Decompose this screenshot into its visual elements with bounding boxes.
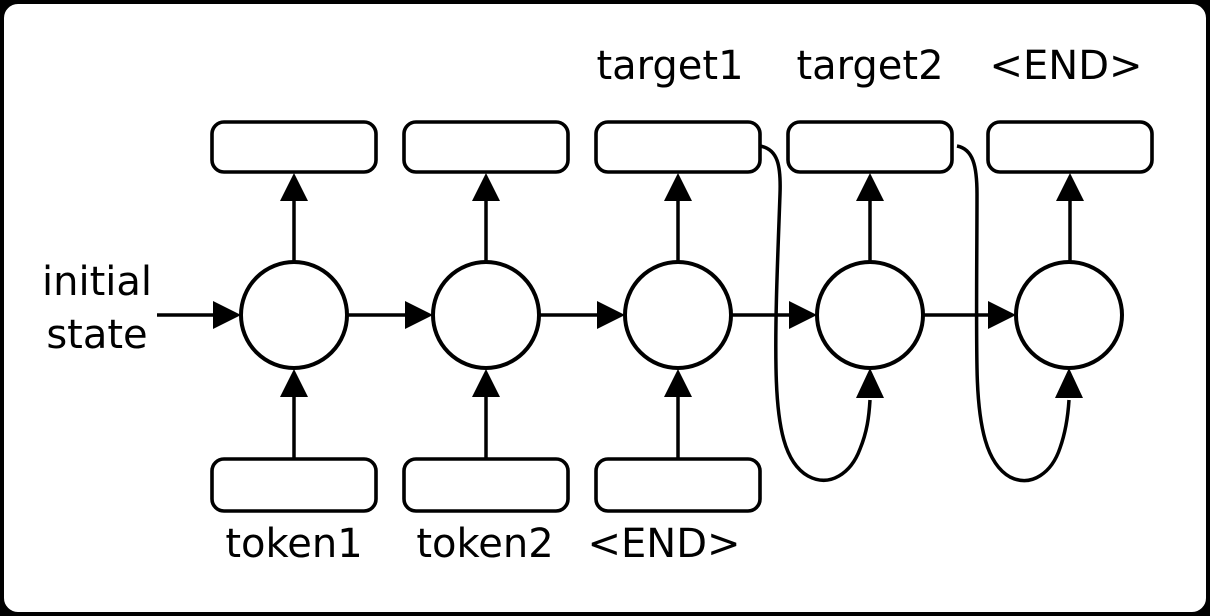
output-arrowhead-3 (664, 173, 692, 201)
rnn-cell-2 (431, 260, 541, 370)
recurrence-arrowhead-1 (405, 301, 433, 329)
output-box-2 (402, 120, 570, 174)
input-box-2 (402, 457, 570, 513)
rnn-cell-5 (1014, 260, 1124, 370)
feedback-curve-2 (956, 144, 1071, 483)
output-box-1 (210, 120, 378, 174)
label-initial-state-line1: initial (42, 259, 152, 305)
input-arrowhead-3 (664, 369, 692, 397)
output-arrowhead-5 (1056, 173, 1084, 201)
recurrence-arrowhead-2 (597, 301, 625, 329)
label-target1: target1 (596, 43, 744, 89)
output-arrowhead-2 (472, 173, 500, 201)
label-end-bottom: <END> (587, 521, 741, 567)
label-target2: target2 (796, 43, 944, 89)
feedback-arrowhead-2 (1055, 368, 1083, 398)
rnn-cell-1 (239, 260, 349, 370)
output-arrowhead-4 (856, 173, 884, 201)
input-arrowhead-1 (280, 369, 308, 397)
feedback-arrowhead-1 (856, 368, 884, 398)
output-box-5 (986, 120, 1154, 174)
recurrence-arrowhead-3 (789, 301, 817, 329)
output-arrowhead-1 (280, 173, 308, 201)
label-end-top: <END> (989, 43, 1143, 89)
feedback-curve-1 (759, 144, 872, 482)
rnn-cell-3 (623, 260, 733, 370)
label-token2: token2 (416, 521, 554, 567)
initial-state-arrowhead (213, 301, 241, 329)
label-token1: token1 (225, 521, 363, 567)
label-initial-state: initial state (0, 256, 197, 362)
input-arrowhead-2 (472, 369, 500, 397)
output-box-3 (594, 120, 762, 174)
recurrence-arrowhead-4 (988, 301, 1016, 329)
rnn-cell-4 (815, 260, 925, 370)
output-box-4 (786, 120, 954, 174)
label-initial-state-line2: state (46, 312, 148, 358)
input-box-1 (210, 457, 378, 513)
input-box-3 (594, 457, 762, 513)
